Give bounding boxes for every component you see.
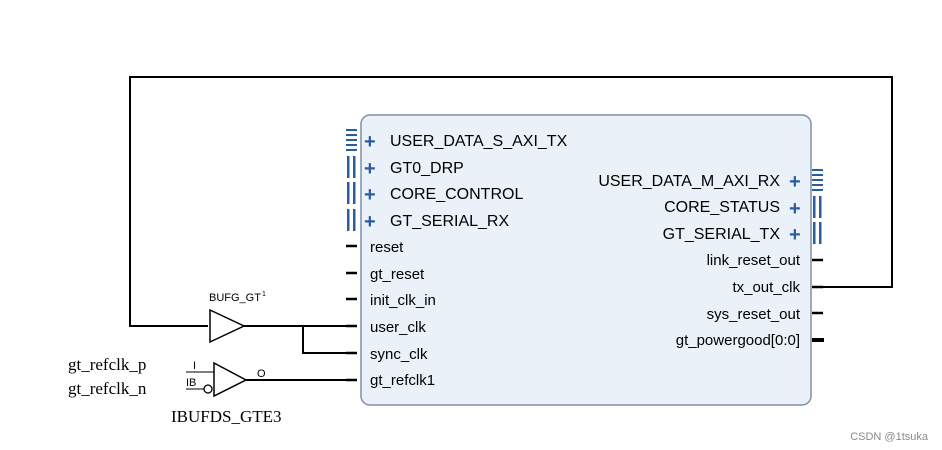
port-label: user_clk [370, 319, 426, 336]
bus-connector-icon [347, 209, 350, 231]
left-port-reset[interactable]: reset [346, 239, 404, 256]
bus-connector-icon [346, 149, 357, 151]
port-label: gt_powergood[0:0] [676, 332, 800, 349]
bus-connector-icon [812, 174, 823, 176]
left-bus-port-1[interactable]: + GT0_DRP [347, 156, 464, 180]
ibufds-pin-o: O [257, 368, 266, 380]
right-port-gt-powergood[interactable]: gt_powergood[0:0] [676, 332, 824, 349]
expand-plus-icon[interactable]: + [364, 184, 376, 206]
port-label: CORE_CONTROL [390, 186, 523, 203]
expand-plus-icon[interactable]: + [364, 211, 376, 233]
expand-plus-icon[interactable]: + [789, 224, 801, 246]
port-pin [812, 338, 824, 342]
expand-plus-icon[interactable]: + [789, 198, 801, 220]
bus-connector-icon [812, 189, 823, 191]
bus-connector-icon [813, 196, 816, 218]
bus-connector-icon [347, 156, 350, 178]
bus-connector-icon [346, 139, 357, 141]
sync-clk-wire [302, 326, 346, 354]
left-port-user-clk[interactable]: user_clk [346, 319, 426, 336]
left-port-gt-reset[interactable]: gt_reset [346, 266, 425, 283]
tx-out-clk-feedback-wire [129, 76, 893, 327]
right-port-link-reset-out[interactable]: link_reset_out [707, 252, 823, 269]
bus-connector-icon [347, 182, 350, 204]
port-label: init_clk_in [370, 292, 436, 309]
bus-connector-icon [346, 144, 357, 146]
bus-connector-icon [346, 134, 357, 136]
port-label: gt_refclk1 [370, 372, 435, 389]
ip-block[interactable] [360, 114, 812, 406]
port-label: GT0_DRP [390, 160, 464, 177]
ibufds-gte3-buffer[interactable] [213, 361, 248, 398]
bus-connector-icon [819, 196, 822, 218]
right-port-sys-reset-out[interactable]: sys_reset_out [707, 306, 823, 323]
bus-connector-icon [812, 184, 823, 186]
bus-connector-icon [819, 222, 822, 244]
bus-connector-icon [353, 209, 356, 231]
expand-plus-icon[interactable]: + [364, 131, 376, 153]
port-label: link_reset_out [707, 252, 801, 269]
gt-refclk-n-label: gt_refclk_n [68, 379, 147, 398]
bufg-gt-buffer[interactable] [209, 308, 246, 344]
left-port-sync-clk[interactable]: sync_clk [346, 346, 428, 363]
port-label: sync_clk [370, 346, 428, 363]
bus-connector-icon [813, 222, 816, 244]
ibufds-gte3-label: IBUFDS_GTE3 [171, 407, 282, 426]
bus-connector-icon [353, 182, 356, 204]
watermark: CSDN @1tsuka [850, 431, 929, 443]
left-bus-port-2[interactable]: + CORE_CONTROL [347, 182, 523, 206]
right-port-tx-out-clk[interactable]: tx_out_clk [732, 279, 823, 296]
bus-connector-icon [812, 169, 823, 171]
ibufds-pin-i: I [193, 360, 196, 372]
right-bus-port-2[interactable]: GT_SERIAL_TX + [663, 222, 822, 246]
bus-connector-icon [346, 129, 357, 131]
port-label: sys_reset_out [707, 306, 801, 323]
left-port-gt-refclk1[interactable]: gt_refclk1 [346, 372, 435, 389]
port-label: USER_DATA_S_AXI_TX [390, 133, 568, 150]
right-bus-port-0[interactable]: USER_DATA_M_AXI_RX + [598, 169, 823, 193]
expand-plus-icon[interactable]: + [364, 158, 376, 180]
left-port-init-clk-in[interactable]: init_clk_in [346, 292, 436, 309]
port-label: reset [370, 239, 404, 256]
port-label: GT_SERIAL_RX [390, 213, 509, 230]
gt-refclk-p-label: gt_refclk_p [68, 355, 146, 374]
port-label: USER_DATA_M_AXI_RX [598, 173, 780, 190]
port-label: CORE_STATUS [664, 199, 780, 216]
bufg-gt-superscript: 1 [262, 291, 266, 298]
expand-plus-icon[interactable]: + [789, 171, 801, 193]
ibufds-pin-ib: IB [186, 377, 196, 389]
ibufds-ib-inversion-bubble [203, 384, 213, 394]
right-bus-port-1[interactable]: CORE_STATUS + [664, 196, 822, 220]
port-label: gt_reset [370, 266, 425, 283]
left-bus-port-3[interactable]: + GT_SERIAL_RX [347, 209, 509, 233]
bus-connector-icon [812, 179, 823, 181]
left-bus-port-0[interactable]: + USER_DATA_S_AXI_TX [346, 129, 568, 153]
bufg-gt-label: BUFG_GT [209, 292, 261, 304]
port-label: tx_out_clk [732, 279, 800, 296]
bus-connector-icon [353, 156, 356, 178]
port-label: GT_SERIAL_TX [663, 226, 781, 243]
